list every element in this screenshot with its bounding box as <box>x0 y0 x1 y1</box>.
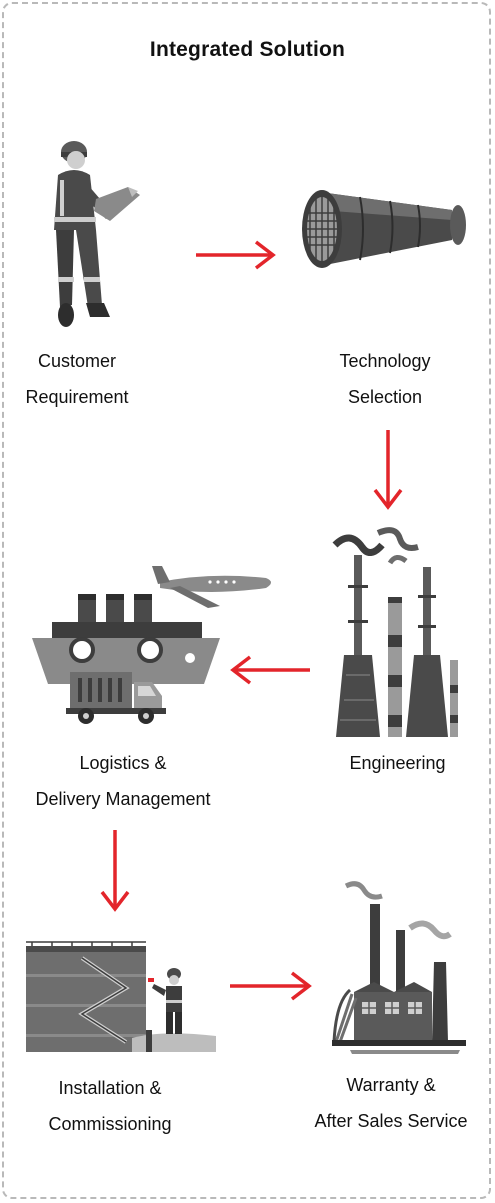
arrow-down-1 <box>373 430 403 510</box>
step-label-warranty: Warranty &After Sales Service <box>314 1075 468 1131</box>
arrow-left-1 <box>230 655 310 685</box>
diagram-title: Integrated Solution <box>149 38 346 61</box>
ship-plane-truck-icon <box>32 566 271 724</box>
step-label-logistics: Logistics &Delivery Management <box>35 753 211 809</box>
step-label-installation: Installation &Commissioning <box>48 1078 172 1134</box>
worker-with-blueprint-icon <box>54 141 140 327</box>
storage-tank-technician-icon <box>26 941 216 1052</box>
factory-icon <box>332 881 466 1054</box>
arrow-right-2 <box>230 971 312 1001</box>
step-label-engineering: Engineering <box>349 753 446 773</box>
arrow-right-1 <box>196 240 276 270</box>
arrow-down-2 <box>100 830 130 912</box>
refinery-towers-icon <box>332 527 458 737</box>
heat-exchanger-tube-icon <box>302 190 466 268</box>
